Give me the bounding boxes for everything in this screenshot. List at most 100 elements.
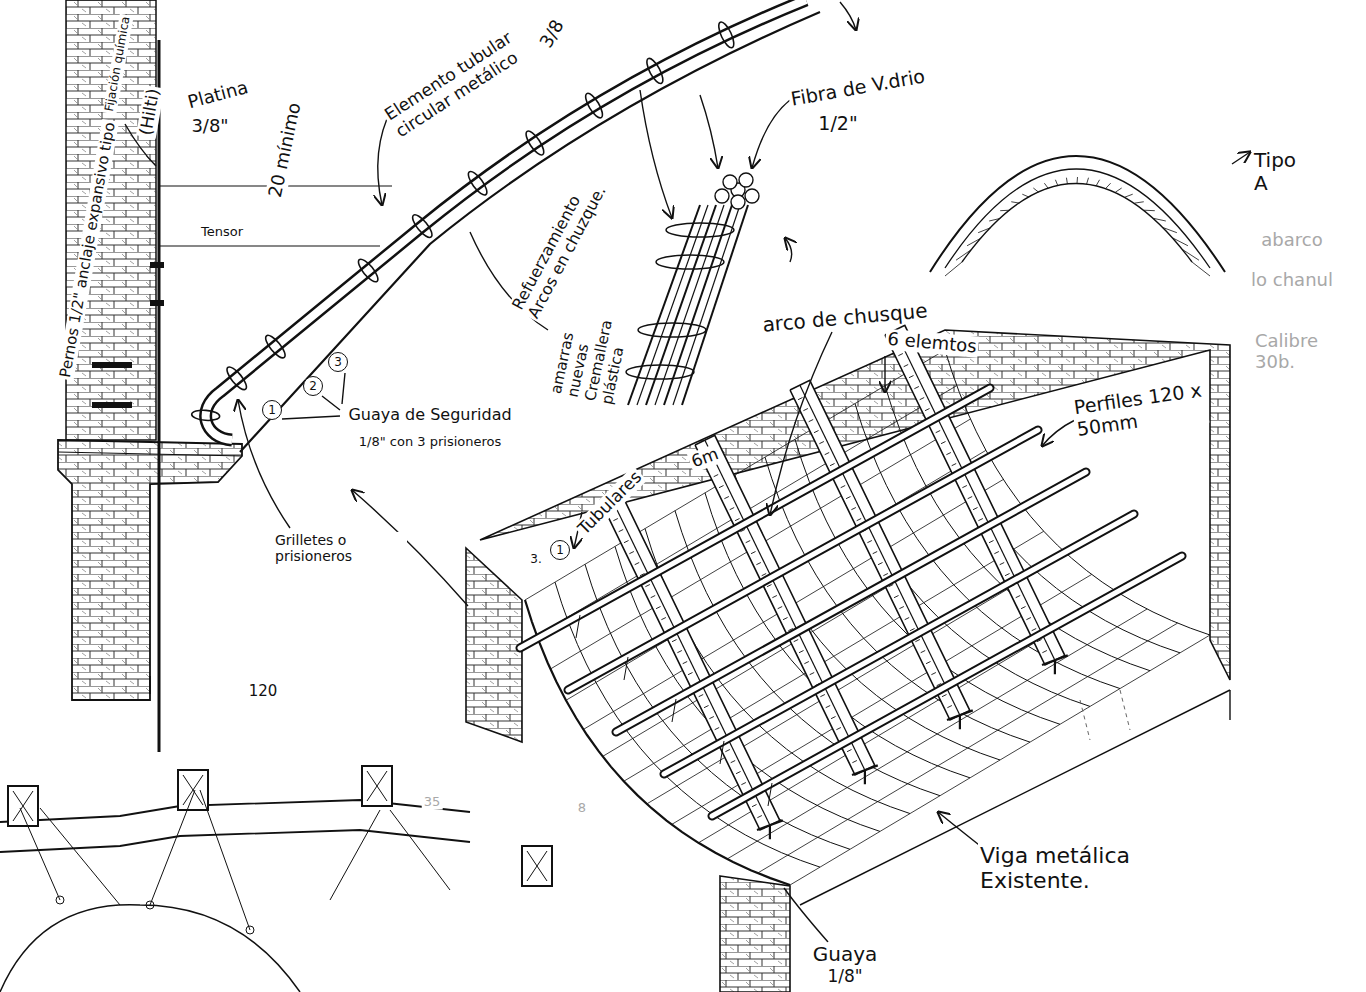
tube-outline (520, 388, 990, 648)
clamp (644, 56, 666, 85)
shell-rib (1055, 180, 1057, 186)
floor-line (1229, 690, 1230, 720)
clamps (191, 20, 736, 421)
beam-hatch (830, 464, 834, 466)
callout-number: 3. (528, 553, 543, 567)
beam-hatch (847, 750, 851, 752)
tubular-arch (191, 0, 820, 452)
beam-hatch (973, 508, 977, 510)
shell-rib (1115, 188, 1121, 192)
hidden-lines (1080, 690, 1130, 740)
beam-hatch (613, 519, 617, 521)
rod-section (745, 189, 759, 203)
callout-number: 2 (303, 376, 323, 396)
vault-chusque-grid (525, 350, 1210, 885)
dimension: 1/2" (816, 113, 859, 135)
shell-rib (1154, 218, 1166, 221)
beam-hatch (994, 552, 998, 554)
beam-hatch (762, 574, 767, 576)
beam-hatch (624, 541, 628, 543)
beam-hatch (635, 563, 640, 565)
bundle-rod (646, 205, 716, 405)
front-pillar (720, 876, 790, 992)
beam-hatch (1016, 596, 1021, 598)
beam-hatch (841, 486, 846, 488)
beam-hatch (1021, 607, 1025, 609)
tube-outline (664, 514, 1134, 774)
beam-section (852, 765, 878, 784)
beam-hatch (772, 596, 776, 598)
note: 6 elemtos (885, 329, 980, 358)
bundle-tie (656, 255, 724, 269)
faded-note: 35 (422, 795, 443, 810)
beam-hatch (968, 497, 973, 499)
clamp (583, 91, 606, 120)
beam-hatch (783, 618, 787, 620)
post (362, 766, 392, 806)
shell-rib (978, 228, 991, 233)
beam-hatch (752, 805, 756, 807)
note: Refuerzamiento Arcos en chuzque. (508, 153, 622, 324)
faded-note: abarco (1259, 230, 1324, 251)
leader-spare (790, 290, 797, 590)
leader (1232, 152, 1250, 164)
beam-hatch (736, 772, 740, 774)
wall-corbel (58, 440, 242, 700)
beam-hatch (947, 706, 951, 708)
vault-structure (466, 325, 1230, 992)
beam-hatch (899, 607, 903, 609)
beam-hatch (619, 530, 624, 532)
beam-hatch (683, 662, 688, 664)
shell-rib (967, 238, 981, 246)
shell-rib (1173, 238, 1188, 246)
beam-hatch (931, 673, 935, 675)
leader (840, 2, 856, 30)
note: amarras nuevas Cremallera plástica (547, 292, 636, 408)
bolt (150, 262, 164, 268)
beam-hatch (709, 717, 713, 719)
beam-hatch (836, 728, 840, 730)
bundle-tie (626, 365, 694, 379)
beam-hatch (1000, 563, 1005, 565)
beam-hatch (942, 695, 946, 697)
beam-hatch (905, 618, 910, 620)
beam-hatch (825, 453, 830, 455)
dimension: 3/8 (535, 15, 569, 54)
part-name: Viga metálica Existente. (978, 843, 1212, 894)
beam-hatch (735, 519, 739, 521)
beam-hatch (952, 464, 957, 466)
beam-hatch (741, 783, 745, 785)
beam-hatch (725, 750, 729, 752)
part-name: Guaya de Seguridad (346, 406, 513, 424)
tube-outline (616, 472, 1086, 732)
tube-outline (568, 430, 1038, 690)
shell-rib (989, 218, 1000, 221)
leader (1042, 420, 1075, 446)
leader (785, 238, 792, 262)
beam-hatch (894, 596, 898, 598)
beam-hatch (661, 618, 665, 620)
clamp (410, 212, 435, 240)
part-name: Pernos 1/2" anclaje expansivo tipo (57, 119, 120, 381)
beam-hatch (714, 475, 719, 477)
post-cross (367, 771, 387, 801)
fiber-bundle (626, 173, 759, 405)
leader (282, 373, 345, 419)
plate-end (149, 676, 151, 694)
beam-hatch (910, 629, 914, 631)
rod-section (715, 189, 729, 203)
frame-cables (20, 790, 450, 930)
beam-hatch (826, 706, 831, 708)
beam-hatch (810, 673, 815, 675)
tensor-line (160, 245, 380, 246)
beam-hatch (904, 365, 909, 367)
tube-inner (664, 514, 1134, 774)
frame-arch (0, 905, 300, 992)
beam-hatch (799, 651, 803, 653)
type-label: Tipo A (1252, 149, 1308, 195)
beam-hatch (846, 497, 850, 499)
bolt (150, 300, 164, 306)
beam-hatch (1042, 651, 1046, 653)
beam-hatch (852, 761, 856, 763)
corbel-edge (58, 452, 242, 456)
